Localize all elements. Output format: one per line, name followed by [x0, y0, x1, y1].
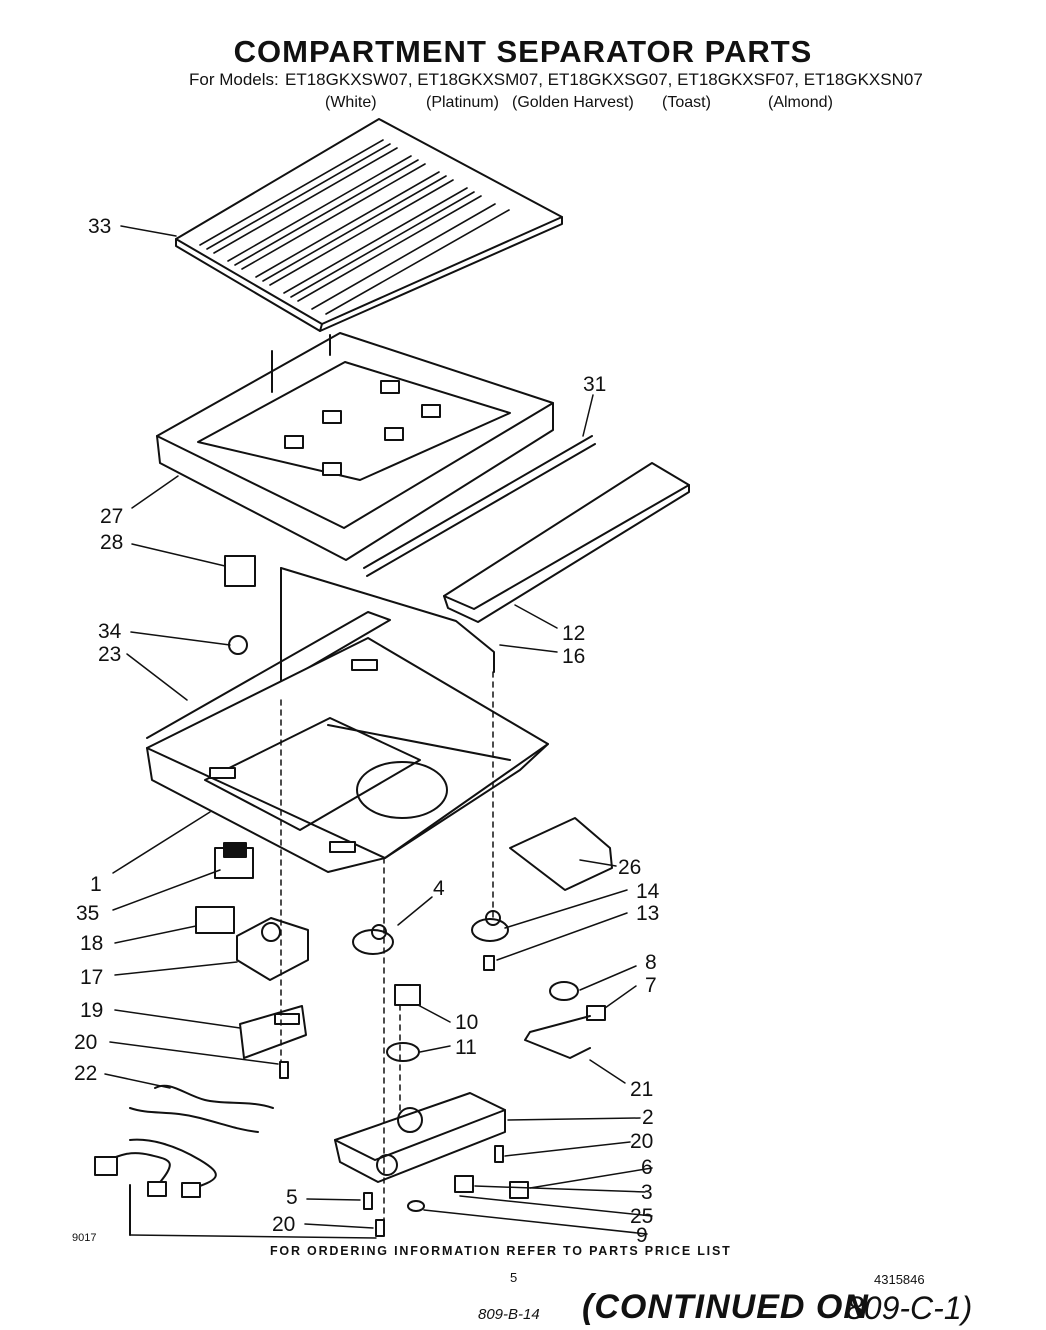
main-tray-part-1 [146, 611, 549, 873]
callout-11: 11 [455, 1036, 477, 1059]
callout-31: 31 [583, 373, 606, 396]
bulb-part-8 [549, 981, 579, 1001]
callout-20-upper: 20 [74, 1031, 97, 1054]
housing-part-2 [334, 1092, 506, 1183]
callout-23: 23 [98, 643, 121, 666]
callout-7: 7 [645, 974, 657, 997]
callout-3: 3 [641, 1181, 653, 1204]
socket-part-7 [586, 1005, 606, 1021]
block-part-28 [224, 555, 256, 587]
ordering-note: FOR ORDERING INFORMATION REFER TO PARTS … [270, 1244, 732, 1258]
callout-21: 21 [630, 1078, 653, 1101]
screw-part-20-right [494, 1145, 504, 1163]
button-part-6 [509, 1181, 529, 1199]
knob-part-14 [471, 910, 509, 942]
continued-note: (CONTINUED ON [582, 1288, 869, 1326]
clip-part-34 [228, 635, 248, 655]
color-white: (White) [325, 94, 377, 111]
grille-shelf-part-33 [175, 118, 563, 332]
callout-26: 26 [618, 856, 641, 879]
callout-19: 19 [80, 999, 103, 1022]
screw-part-13 [483, 955, 495, 971]
figure-code: 9017 [72, 1232, 97, 1244]
callout-28: 28 [100, 531, 123, 554]
color-platinum: (Platinum) [426, 94, 499, 111]
separator-frame-part-27 [156, 332, 554, 561]
color-toast: (Toast) [662, 94, 711, 111]
callout-33: 33 [88, 215, 111, 238]
housing-part-17 [236, 917, 309, 981]
callout-20-right: 20 [630, 1130, 653, 1153]
continued-reference: 809-C-1) [846, 1290, 973, 1326]
callout-13: 13 [636, 902, 659, 925]
callout-25: 25 [630, 1205, 653, 1228]
screw-part-5 [363, 1192, 373, 1210]
switch-part-3 [454, 1175, 474, 1193]
callout-14: 14 [636, 880, 660, 903]
models-list: ET18GKXSW07, ET18GKXSM07, ET18GKXSG07, E… [285, 70, 923, 89]
callout-12: 12 [562, 622, 585, 645]
callout-18: 18 [80, 932, 103, 955]
callout-4: 4 [433, 877, 445, 900]
insert-part-18 [195, 906, 235, 934]
callout-20-lower: 20 [272, 1213, 295, 1236]
document-number: 4315846 [874, 1272, 925, 1287]
callout-10: 10 [455, 1011, 478, 1034]
fan-mount-part-4 [352, 924, 394, 955]
switch-part-10 [394, 984, 421, 1006]
page-title: COMPARTMENT SEPARATOR PARTS [233, 34, 813, 69]
washer-part-9 [407, 1200, 425, 1212]
color-almond: (Almond) [768, 94, 833, 111]
callout-22: 22 [74, 1062, 97, 1085]
callout-9: 9 [636, 1224, 648, 1247]
harness-part-22 [94, 1084, 274, 1236]
callout-5: 5 [286, 1186, 298, 1209]
cover-part-26 [509, 817, 613, 891]
page-number: 5 [510, 1270, 518, 1285]
models-label: For Models: [189, 70, 279, 89]
grommet-part-11 [386, 1042, 420, 1062]
callout-8: 8 [645, 951, 657, 974]
damper-part-35 [214, 842, 254, 879]
rail-part-12 [443, 462, 690, 623]
color-golden-harvest: (Golden Harvest) [512, 94, 634, 111]
control-part-19 [239, 1005, 307, 1059]
handwritten-reference: 809-B-14 [478, 1306, 540, 1323]
screw-part-20-upper [279, 1061, 289, 1079]
callout-34: 34 [98, 620, 122, 643]
callout-27: 27 [100, 505, 123, 528]
callout-1: 1 [90, 873, 102, 896]
callout-35: 35 [76, 902, 99, 925]
callout-2: 2 [642, 1106, 654, 1129]
callout-17: 17 [80, 966, 103, 989]
rail-part-31 [363, 435, 593, 569]
callout-6: 6 [641, 1156, 653, 1179]
callout-16: 16 [562, 645, 585, 668]
screw-part-20 [375, 1219, 385, 1237]
wire-part-21 [524, 1015, 591, 1059]
